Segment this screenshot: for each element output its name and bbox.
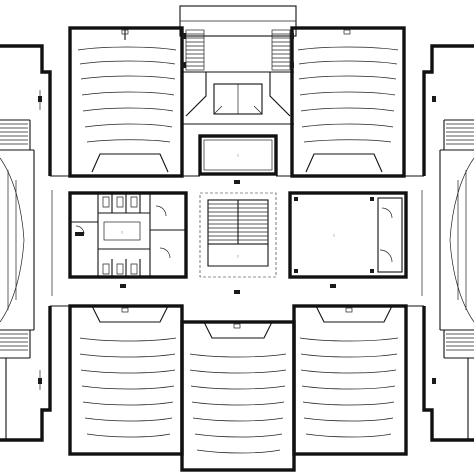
bottom-left-lecture-hall bbox=[68, 304, 184, 456]
center-stair-core: □ bbox=[199, 192, 277, 278]
top-left-lecture-hall bbox=[68, 26, 184, 178]
left-restroom-block: □ bbox=[68, 191, 188, 279]
center-assembly-room: □ bbox=[198, 134, 278, 176]
hall-tag bbox=[121, 29, 129, 35]
restroom-label: □ bbox=[121, 231, 123, 234]
stair-label: □ bbox=[237, 255, 239, 258]
hall-tag bbox=[343, 29, 351, 35]
top-right-lecture-hall bbox=[290, 26, 406, 178]
central-corridor bbox=[50, 175, 424, 307]
right-meeting-room: □ bbox=[288, 191, 408, 279]
hall-tag bbox=[345, 307, 353, 313]
top-entrance bbox=[179, 5, 297, 125]
left-wing bbox=[0, 44, 52, 442]
assembly-label: □ bbox=[237, 154, 239, 157]
meeting-label: □ bbox=[333, 234, 335, 237]
right-wing bbox=[422, 44, 474, 442]
bottom-right-lecture-hall bbox=[292, 304, 408, 456]
bottom-center-lecture-hall bbox=[180, 320, 296, 472]
hall-tag bbox=[121, 307, 129, 313]
hall-tag bbox=[233, 323, 241, 329]
